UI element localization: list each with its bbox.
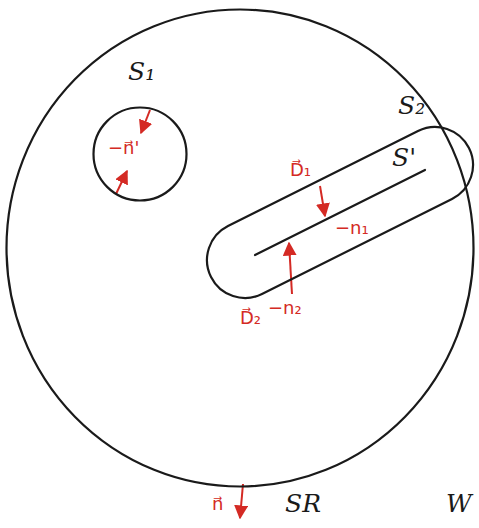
surface-label: S₁ (128, 58, 155, 86)
vector-label: D⃗₂ (240, 308, 261, 328)
vector-label: D⃗₁ (290, 160, 311, 180)
outer-surface: SRS₁S₂ (5, 8, 475, 488)
symbol-label: S' (392, 144, 416, 172)
surface-label: SR (285, 490, 321, 518)
surface-outline (205, 125, 475, 300)
vector-label: −n₁ (335, 218, 369, 238)
cut-line (255, 170, 425, 255)
surface-label: S₂ (398, 92, 425, 120)
inner-surface: S₁ (92, 106, 188, 202)
vector-label: −n₂ (268, 298, 302, 318)
surface-outline (7, 10, 474, 487)
normal-arrow (289, 243, 292, 294)
symbol-label: W (446, 490, 472, 518)
surface-outline (5, 8, 475, 488)
surface-outline (207, 127, 473, 298)
inner-surface: S₂ (205, 125, 475, 300)
vector-label: −n⃗' (108, 138, 139, 158)
normal-arrow (141, 110, 150, 133)
surface-outline (92, 106, 188, 202)
normal-arrow (116, 171, 127, 194)
vector-label: n⃗ (212, 494, 223, 514)
normal-arrow (240, 484, 243, 518)
surface-outline (94, 108, 187, 201)
normal-arrow (320, 186, 325, 216)
